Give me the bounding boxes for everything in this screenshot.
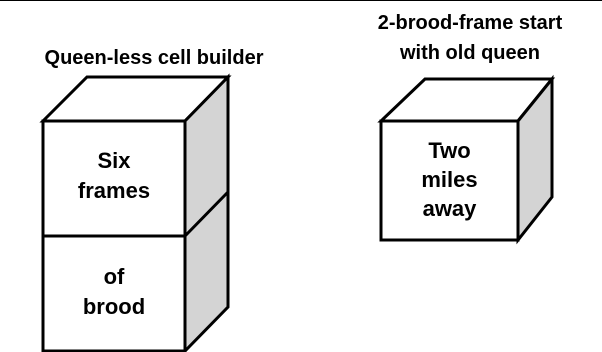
left-lower-box-front (41, 234, 187, 352)
right-box-line2: miles (421, 167, 478, 192)
left-lower-box-line1: of (103, 264, 125, 289)
top-rule (0, 0, 602, 1)
left-upper-box-line2: frames (77, 178, 151, 203)
right-box-line3: away (422, 196, 477, 221)
right-box-line1: Two (428, 138, 471, 163)
right-box-label: Two miles away (381, 136, 518, 223)
left-lower-box-line2: brood (82, 294, 146, 319)
right-box-front (379, 119, 520, 242)
left-stack-side-seam (183, 190, 230, 238)
left-upper-box-line1: Six (97, 148, 131, 173)
right-box-title-line1: 2-brood-frame start (377, 12, 563, 34)
left-lower-box-label: of brood (43, 262, 185, 322)
left-stack-title: Queen-less cell builder (44, 47, 264, 69)
left-hive-stack (39, 73, 232, 352)
right-hive-box (377, 74, 556, 245)
right-box-title-line2: with old queen (400, 42, 540, 64)
left-upper-box-label: Six frames (43, 146, 185, 206)
